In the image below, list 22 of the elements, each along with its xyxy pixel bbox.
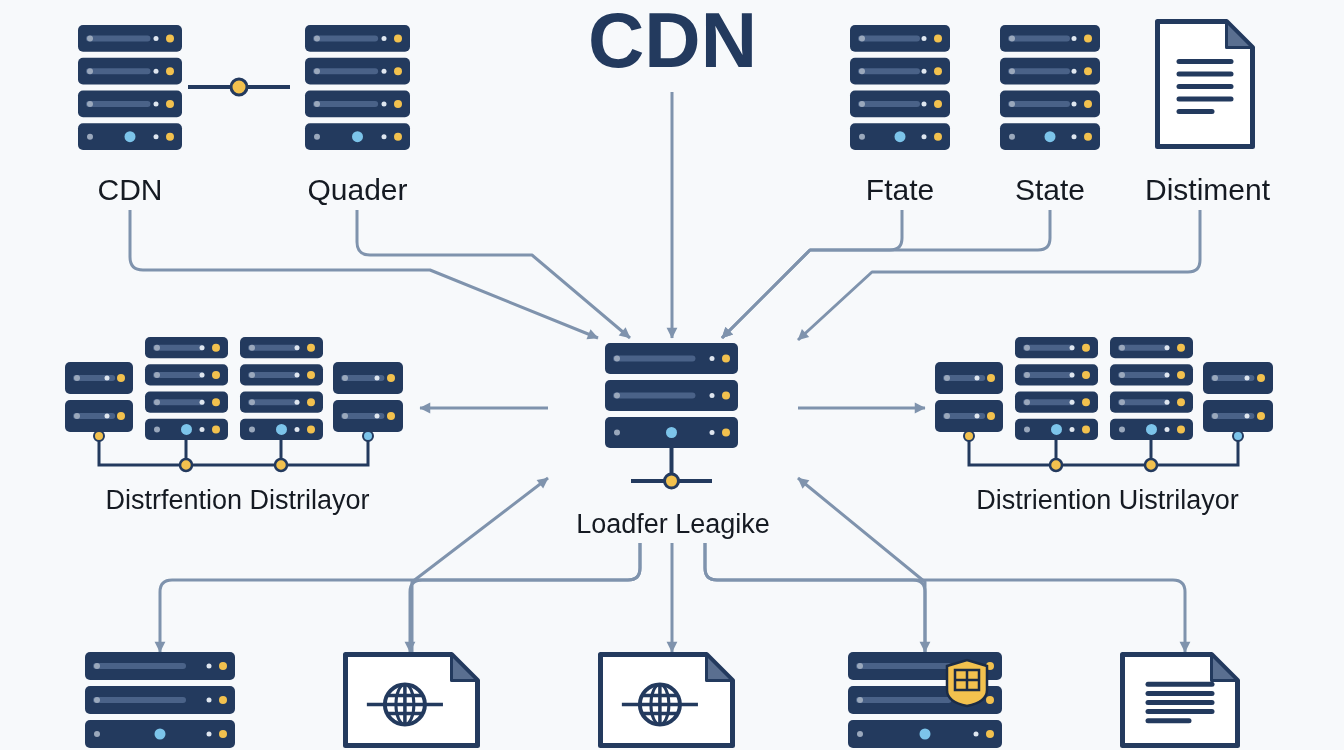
arrow — [128, 210, 599, 340]
arrow — [410, 476, 549, 652]
arrow — [798, 402, 926, 414]
node-label: Distrfention Distrilayor — [104, 484, 371, 517]
node-label: Loadfer Leagike — [575, 508, 771, 541]
arrow — [355, 210, 631, 340]
node-label: Ftate — [864, 172, 936, 208]
arrow — [797, 210, 1202, 342]
arrow — [703, 543, 1191, 653]
arrow — [404, 543, 642, 653]
arrow — [666, 543, 678, 653]
link-line — [188, 85, 290, 89]
title-text: CDN — [587, 0, 758, 82]
node-label: State — [1013, 172, 1087, 208]
node-label: Quader — [306, 172, 409, 208]
node-label: CDN — [96, 172, 164, 208]
arrow — [720, 210, 1052, 340]
node-label: Distriention Uistrilayor — [975, 484, 1240, 517]
arrow — [666, 92, 678, 339]
arrow — [797, 476, 927, 652]
node-label: Distiment — [1144, 172, 1271, 208]
arrow — [419, 402, 548, 414]
